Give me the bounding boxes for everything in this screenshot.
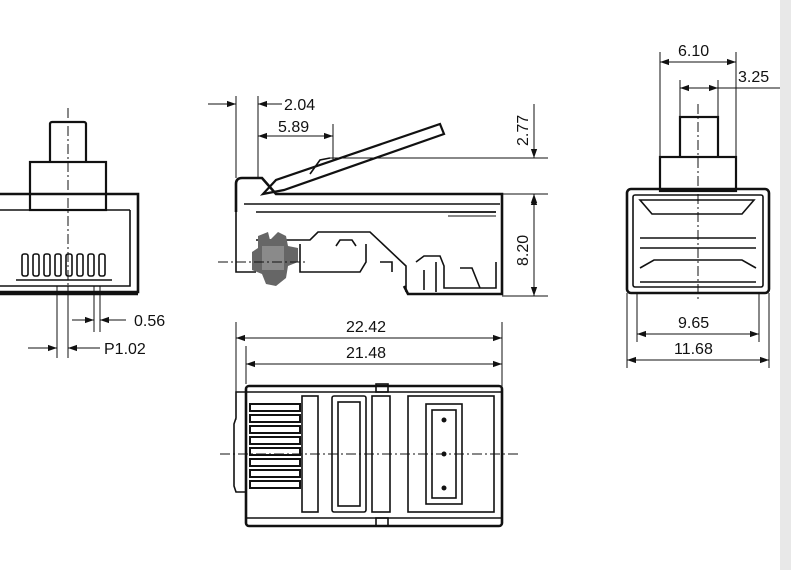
bottom-contacts xyxy=(249,403,301,489)
back-latch-width-label: 6.10 xyxy=(678,43,709,60)
bottom-total-length-label: 22.42 xyxy=(346,319,386,336)
back-outer-width-label: 11.68 xyxy=(674,341,713,358)
front-contact-width-label: 0.56 xyxy=(134,313,165,330)
front-pitch-label: P1.02 xyxy=(104,341,146,358)
side-offset-b-label: 5.89 xyxy=(278,119,309,136)
side-offset-a-label: 2.04 xyxy=(284,97,315,114)
page-edge-strip xyxy=(780,0,791,570)
back-view xyxy=(625,52,780,368)
bottom-view xyxy=(220,322,518,528)
front-contacts xyxy=(21,253,106,277)
side-view xyxy=(208,96,548,297)
back-latch-offset-label: 3.25 xyxy=(738,69,769,86)
front-view xyxy=(0,108,140,358)
side-latch-height-label: 2.77 xyxy=(515,115,532,146)
bottom-body-length-label: 21.48 xyxy=(346,345,386,362)
side-body-height-label: 8.20 xyxy=(515,235,532,266)
back-inner-width-label: 9.65 xyxy=(678,315,709,332)
